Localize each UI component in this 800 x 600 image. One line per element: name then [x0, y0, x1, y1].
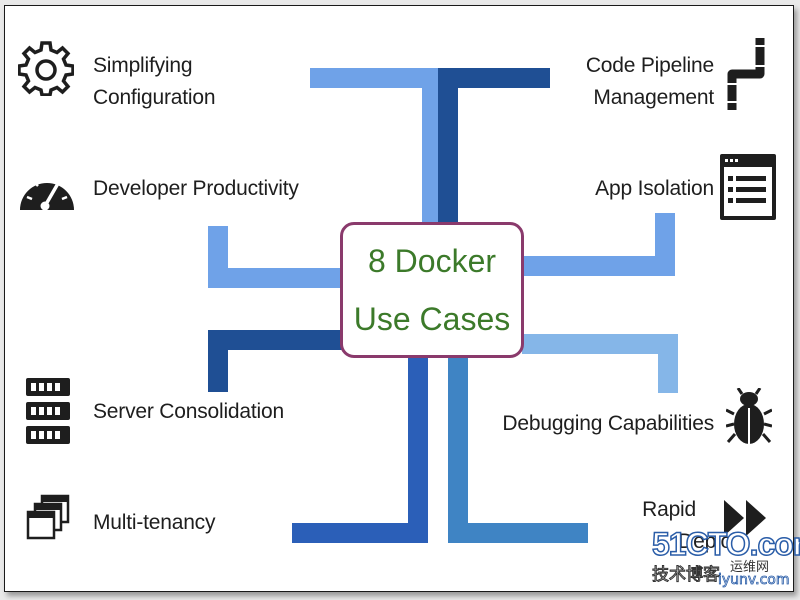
gear-icon: [18, 41, 74, 96]
label-multi-tenancy: Multi-tenancy: [93, 511, 216, 534]
server-rack-icon: [26, 378, 70, 444]
label-debugging-capabilities: Debugging Capabilities: [502, 412, 714, 435]
label-server-consolidation: Server Consolidation: [93, 400, 284, 423]
watermark-main: 51CTO.com: [651, 525, 800, 563]
connector-debugging: [522, 334, 678, 393]
label-developer-productivity: Developer Productivity: [93, 177, 299, 200]
connector-simplifying-configuration: [310, 68, 442, 228]
watermark-logo: 51CTO.com 技术博客 运维网 iyunv.com: [640, 525, 800, 590]
connector-multi-tenancy: [292, 352, 428, 543]
stacked-windows-icon: [26, 494, 70, 540]
connector-app-isolation: [522, 213, 675, 276]
connector-code-pipeline: [438, 68, 550, 228]
app-window-icon: [720, 154, 776, 220]
fast-forward-icon: [724, 500, 766, 536]
connector-developer-productivity: [208, 226, 342, 288]
center-title-box: 8 Docker Use Cases: [340, 222, 524, 358]
center-title-line1: 8 Docker: [367, 243, 497, 279]
watermark-sub: 技术博客: [652, 565, 721, 586]
connector-server-consolidation: [208, 330, 342, 392]
connector-rapid-deployment: [448, 352, 588, 543]
label-app-isolation: App Isolation: [595, 177, 714, 200]
label-simplifying-configuration: Simplifying Configuration: [93, 54, 216, 109]
watermark-sub2: 运维网: [730, 560, 770, 575]
label-rapid-deployment: Rapid Deplo: [642, 498, 732, 553]
pipe-icon: [726, 38, 766, 110]
speedometer-icon: [20, 175, 74, 211]
label-code-pipeline-management: Code Pipeline Management: [585, 54, 714, 109]
bug-icon: [726, 388, 772, 444]
center-title-line2: Use Cases: [353, 301, 511, 337]
watermark-site: iyunv.com: [718, 572, 790, 589]
